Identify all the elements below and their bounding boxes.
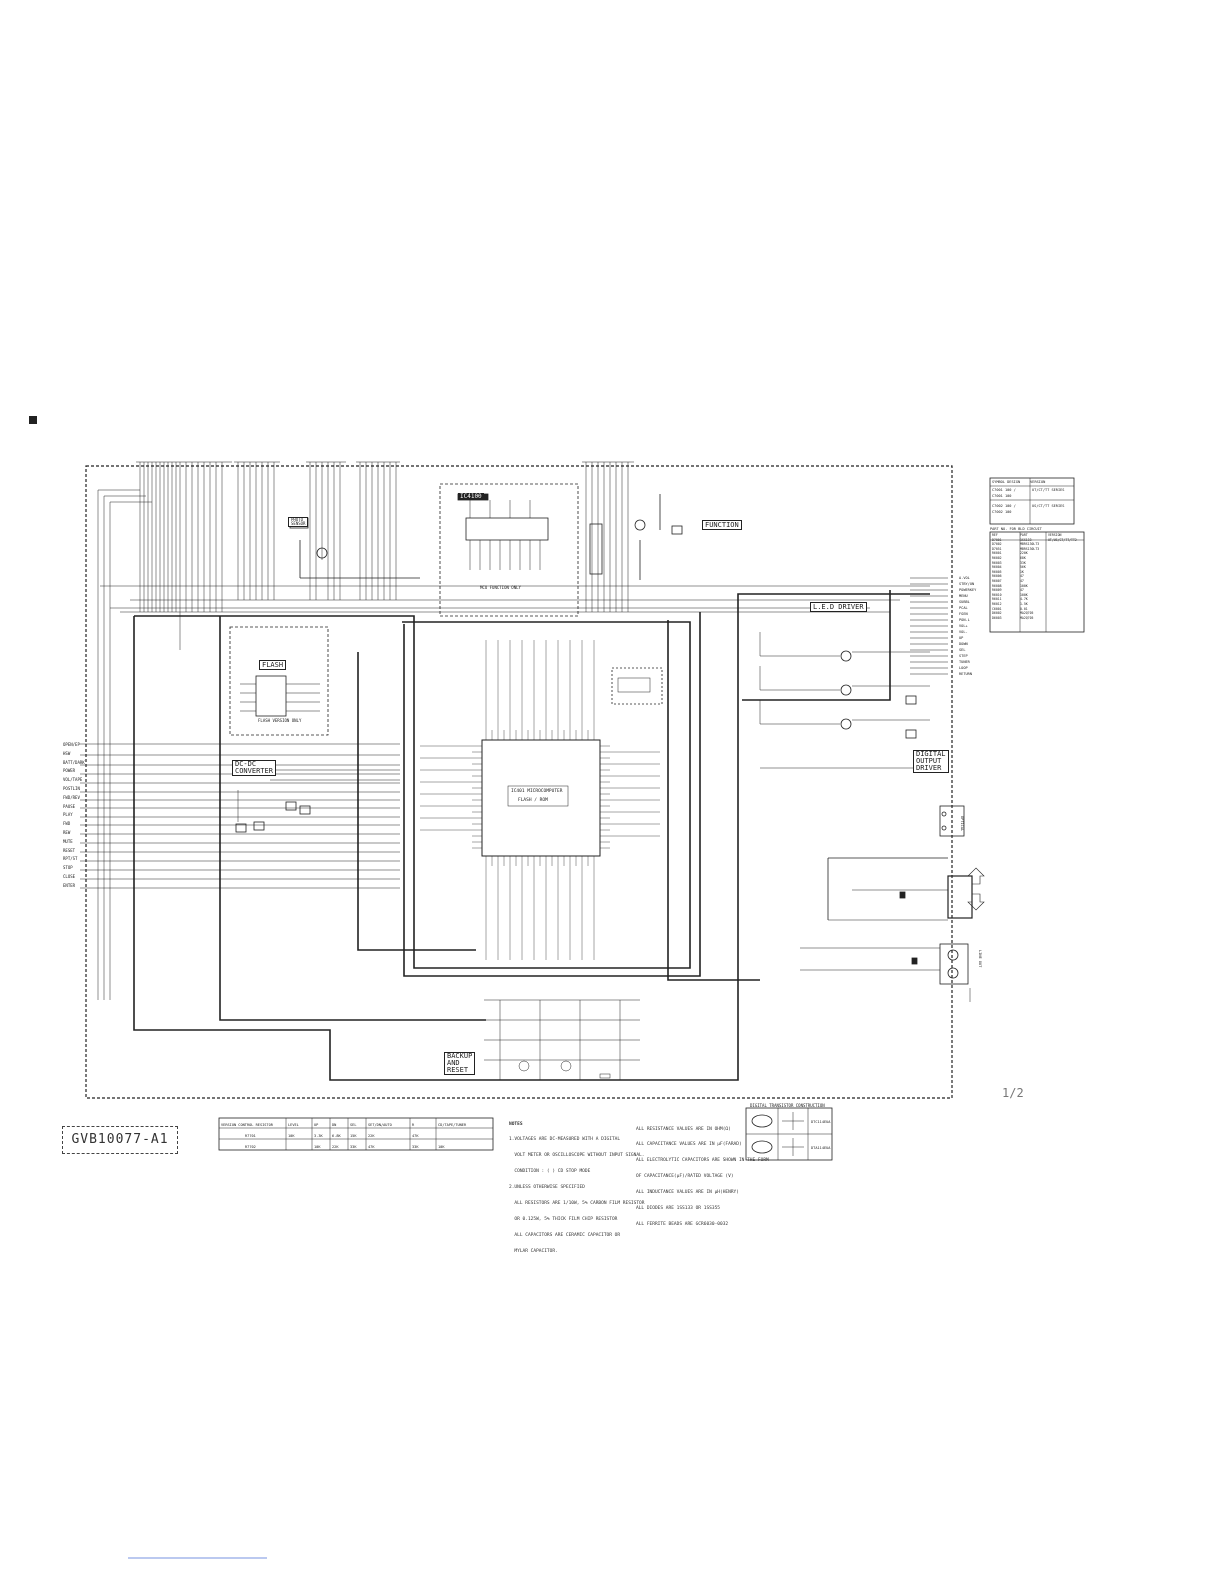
right-signal: TUNER — [959, 660, 970, 664]
doc-code: GVB10077-A1 — [62, 1126, 178, 1154]
dc-converter-label: DC-DC CONVERTER — [232, 760, 276, 776]
notes-right: ALL RESISTANCE VALUES ARE IN OHM(Ω) ALL … — [636, 1126, 769, 1227]
ref1-cell: C7002 100 / C7002 100 — [992, 504, 1016, 514]
right-signal: PON-L — [959, 618, 970, 622]
optical-output-label: OPTICAL — [960, 816, 964, 832]
version-table-text: VERSION CONTROL RESISTOR LEVEL UP DN SEL… — [221, 1123, 467, 1149]
ic4100-block — [439, 483, 579, 617]
ref1-cell: US/CT/TT SERIES — [1032, 504, 1065, 508]
right-signal: LOOP — [959, 666, 968, 670]
right-signal: POWERKEY — [959, 588, 977, 592]
led-driver-transistors — [759, 632, 930, 739]
left-signal: CLOSE — [63, 873, 76, 879]
right-signal: RETURN — [959, 672, 972, 676]
right-signal: VOL+ — [959, 624, 968, 628]
dc-dc-converter-block — [235, 769, 400, 833]
horizontal-bus — [97, 489, 930, 1000]
led-note: MCU FUNCTION ONLY — [480, 585, 521, 590]
left-signal: HSW — [63, 750, 71, 756]
right-signal: SUBBL — [959, 600, 970, 604]
output-section — [760, 767, 985, 1002]
left-signal: FWD/REV — [63, 794, 80, 800]
right-signal: DOWN — [959, 642, 968, 646]
left-signal-list: OPEN/EP HSW BATT/DARK POWER VOL/TAPE POS… — [63, 741, 85, 891]
power-traces — [133, 590, 930, 1081]
right-signal: UP — [959, 636, 964, 640]
left-signal: POSTLIN — [63, 785, 80, 791]
photo-sensor-block — [289, 517, 420, 579]
line-out-label: LINE OUT — [978, 950, 982, 968]
left-signal: OPEN/EP — [63, 742, 80, 747]
ref1-header: SYMBOL DESIGN — [992, 480, 1021, 484]
mcu-aux-block — [611, 667, 663, 705]
notes-title: NOTES — [509, 1121, 523, 1127]
right-signal: A.VOL — [959, 576, 970, 580]
backup-reset-label: BACKUP AND RESET — [444, 1052, 476, 1075]
ref-table-1-text: SYMBOL DESIGN VERSION C7001 100 / C7001 … — [992, 479, 1064, 515]
function-label: FUNCTION — [702, 520, 742, 530]
ref-table-2 — [989, 531, 1085, 633]
mcu-chip — [481, 739, 601, 857]
ref1-cell: C7001 100 / C7001 100 — [992, 488, 1016, 498]
ic4100-chip — [465, 517, 549, 541]
mcu-pins — [472, 730, 610, 866]
left-signal: VOL/TAPE — [63, 777, 83, 783]
board-frame — [85, 465, 953, 1099]
left-signal: BATT/DARK — [63, 759, 85, 765]
transistor-part-1: DTC114EUA — [811, 1120, 831, 1124]
transistor-part-2: DTA114EUA — [811, 1146, 831, 1150]
left-signal: RPT/ST — [63, 856, 78, 862]
right-signal: VOL- — [959, 630, 968, 634]
right-signal: FGEN — [959, 612, 968, 616]
function-transistor-block — [634, 494, 683, 580]
right-signal-list: A.VOL STBY/ON POWERKEY MENU SUBBL PCAL F… — [959, 575, 976, 677]
left-signal: ENTER — [63, 882, 76, 888]
backup-reset-section — [484, 999, 640, 1081]
left-signal: MUTE — [63, 838, 73, 844]
mcu-sub: FLASH / ROM — [518, 798, 548, 803]
left-signal: POWER — [63, 768, 76, 774]
transistor-title: DIGITAL TRANSISTOR CONSTRUCTION — [750, 1103, 825, 1108]
right-signal: STBY/ON — [959, 582, 975, 586]
mcu-wiring — [420, 640, 660, 960]
left-signal: RESET — [63, 847, 76, 853]
right-connector — [910, 577, 948, 675]
top-bus — [139, 462, 629, 650]
left-signal: PLAY — [63, 812, 73, 818]
ref1-header: VERSION — [1030, 480, 1046, 484]
photo-sensor-label: PHOTO SENSOR — [288, 517, 309, 527]
right-signal: MENU — [959, 594, 968, 598]
right-signal: PCAL — [959, 606, 968, 610]
digital-output-label: DIGITAL OUTPUT DRIVER — [913, 750, 949, 773]
flash-note: FLASH VERSION ONLY — [258, 718, 302, 723]
led-driver-label: L.E.D DRIVER — [810, 602, 867, 612]
right-signal: STEP — [959, 654, 968, 658]
flash-chip — [255, 675, 287, 717]
ref-table-2-title: PART NO. FOR BLD CIRCUIT — [990, 527, 1042, 531]
left-signal: STOP — [63, 865, 73, 871]
page-number: 1/2 — [1002, 1086, 1024, 1100]
ref-table-1 — [989, 477, 1075, 525]
notes-left: NOTES 1.VOLTAGES ARE DC-MEASURED WITH A … — [509, 1121, 645, 1254]
ic4100-label: IC4100 — [458, 493, 484, 500]
left-signal: PAUSE — [63, 803, 76, 809]
left-signal: REW — [63, 829, 71, 835]
mcu-name: IC401 MICROCOMPUTER — [511, 789, 563, 794]
flash-block — [229, 626, 329, 736]
version-table — [218, 1117, 494, 1151]
section-marker — [29, 416, 37, 424]
flash-label: FLASH — [259, 660, 287, 670]
right-signal: SEL — [959, 648, 966, 652]
left-signal: FWD — [63, 821, 71, 827]
left-signal-lines — [80, 743, 400, 889]
mcu-center-label-box — [507, 785, 569, 807]
ref1-cell: UT/CT/TT SERIES — [1032, 488, 1065, 492]
